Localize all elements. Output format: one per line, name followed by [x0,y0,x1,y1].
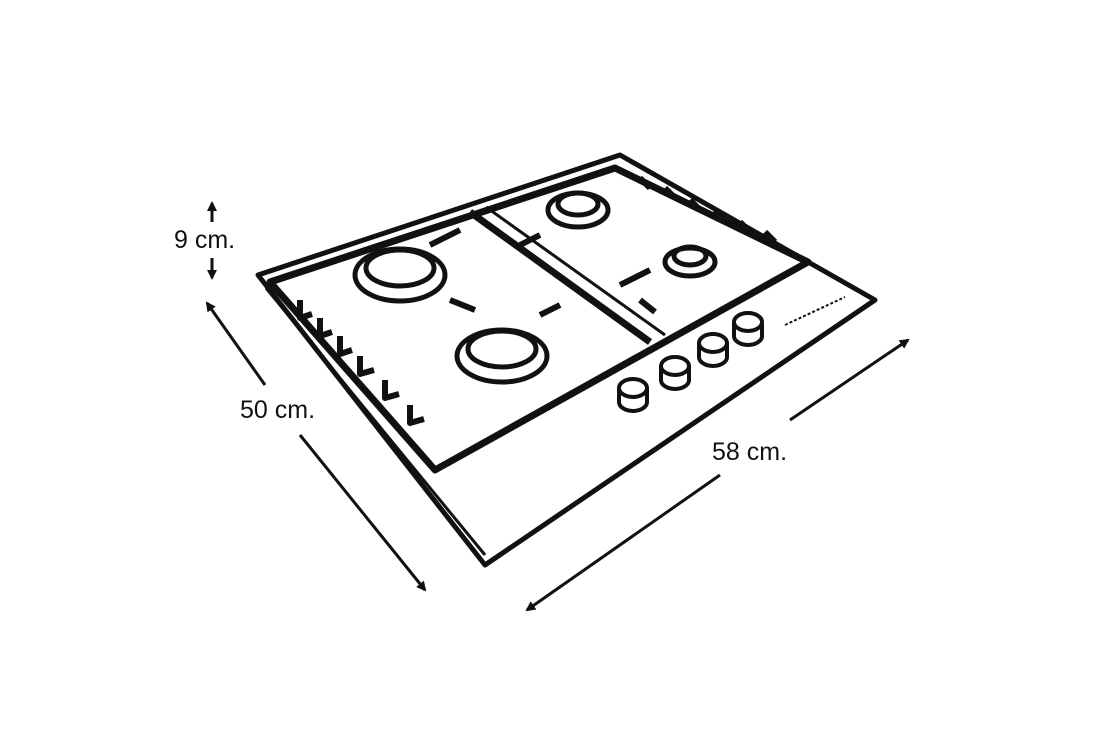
width-arrow [789,338,910,422]
dimension-arrows [205,201,910,612]
burner-front-left [454,327,550,385]
grate-divider [467,209,653,345]
height-dimension-label: 9 cm. [174,226,236,254]
control-knobs [617,311,764,413]
grate-fingers [297,175,778,426]
brand-logo [784,296,846,326]
depth-dimension-label: 50 cm. [240,396,316,424]
depth-arrow [205,301,267,386]
burner-front-right [662,244,718,279]
width-arrow [525,473,721,612]
cooktop-inner-edge [264,287,487,556]
cooktop-outline [255,152,878,568]
width-dimension-label: 58 cm. [712,438,788,466]
grate-frame [266,164,812,474]
depth-arrow [298,434,427,592]
burner-rear-left [352,246,448,304]
grate-divider [485,205,666,337]
burner-rear-right [545,190,611,230]
